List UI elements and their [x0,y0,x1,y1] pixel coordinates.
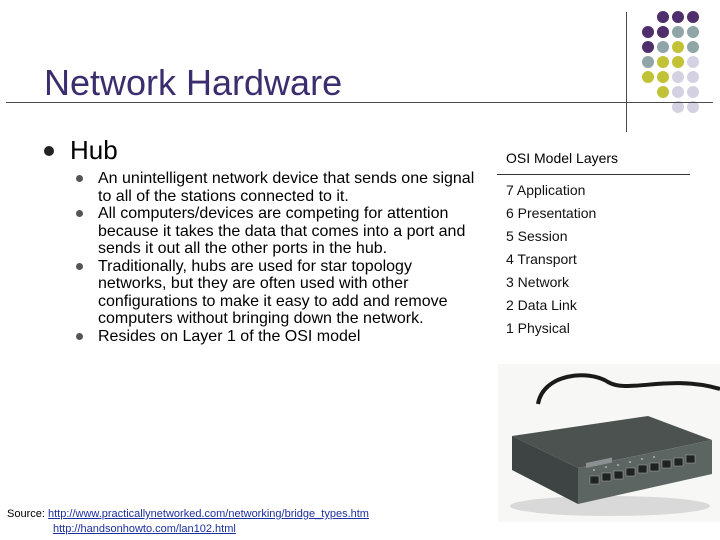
decorative-dot [657,56,669,68]
source-label: Source: [7,508,45,520]
decorative-dot [672,41,684,53]
list-item-text: Resides on Layer 1 of the OSI model [98,327,361,345]
decorative-dot [642,71,654,83]
bullet-dot-icon [76,262,83,270]
osi-divider [497,174,690,175]
list-item-text: An unintelligent network device that sen… [98,170,475,205]
osi-layer-2: 2 Data Link [506,297,577,313]
bullet-dot-icon [76,210,83,217]
osi-model-title: OSI Model Layers [506,150,619,166]
list-item: All computers/devices are competing for … [76,205,478,258]
bullet-dot-icon [76,175,83,182]
decorative-dot [672,11,684,23]
decorative-dot [687,41,699,53]
decorative-dot [672,26,684,38]
main-bullet-hub: Hub [70,135,118,165]
decorative-dot [657,86,669,98]
decorative-dot [687,71,699,83]
source-link-practicallynetworked[interactable]: http://www.practicallynetworked.com/netw… [47,508,369,520]
list-item-text: All computers/devices are competing for … [98,205,466,257]
decorative-dot [687,101,699,113]
decorative-dot [687,86,699,98]
osi-layer-4: 4 Transport [506,251,577,267]
osi-layer-5: 5 Session [506,228,568,244]
decorative-dot [657,41,669,53]
network-hub-illustration [498,364,720,522]
network-hub-photo [498,364,720,522]
slide-title: Network Hardware [44,62,343,103]
decorative-dot [657,26,669,38]
decorative-dot [672,101,684,113]
bullet-dot-icon [76,332,83,340]
decorative-dot [672,71,684,83]
source-citation: Source: http://www.practicallynetworked.… [7,507,369,537]
osi-layer-1: 1 Physical [506,320,570,336]
hub-details-list: An unintelligent network device that sen… [76,170,478,345]
source-link-handsonhowto[interactable]: http://handsonhowto.com/lan102.html [53,523,236,535]
horizontal-divider [6,102,713,103]
osi-layers-list: 7 Application 6 Presentation 5 Session 4… [506,179,596,340]
list-item: Traditionally, hubs are used for star to… [76,258,478,328]
decorative-dot [642,56,654,68]
decorative-dot [642,41,654,53]
decorative-dot [687,56,699,68]
decorative-dot [672,86,684,98]
decorative-dot [642,26,654,38]
decorative-dot [657,71,669,83]
decorative-dot [672,56,684,68]
list-item: An unintelligent network device that sen… [76,170,478,205]
decorative-dot [657,11,669,23]
decorative-dot-grid [640,11,720,116]
list-item-text: Traditionally, hubs are used for star to… [98,257,448,328]
decorative-dot [687,26,699,38]
osi-layer-3: 3 Network [506,274,570,290]
bullet-dot-icon [44,146,54,156]
list-item: Resides on Layer 1 of the OSI model [76,328,478,346]
osi-layer-7: 7 Application [506,182,586,198]
osi-layer-6: 6 Presentation [506,205,597,221]
decorative-dot [687,11,699,23]
vertical-divider [626,12,627,132]
